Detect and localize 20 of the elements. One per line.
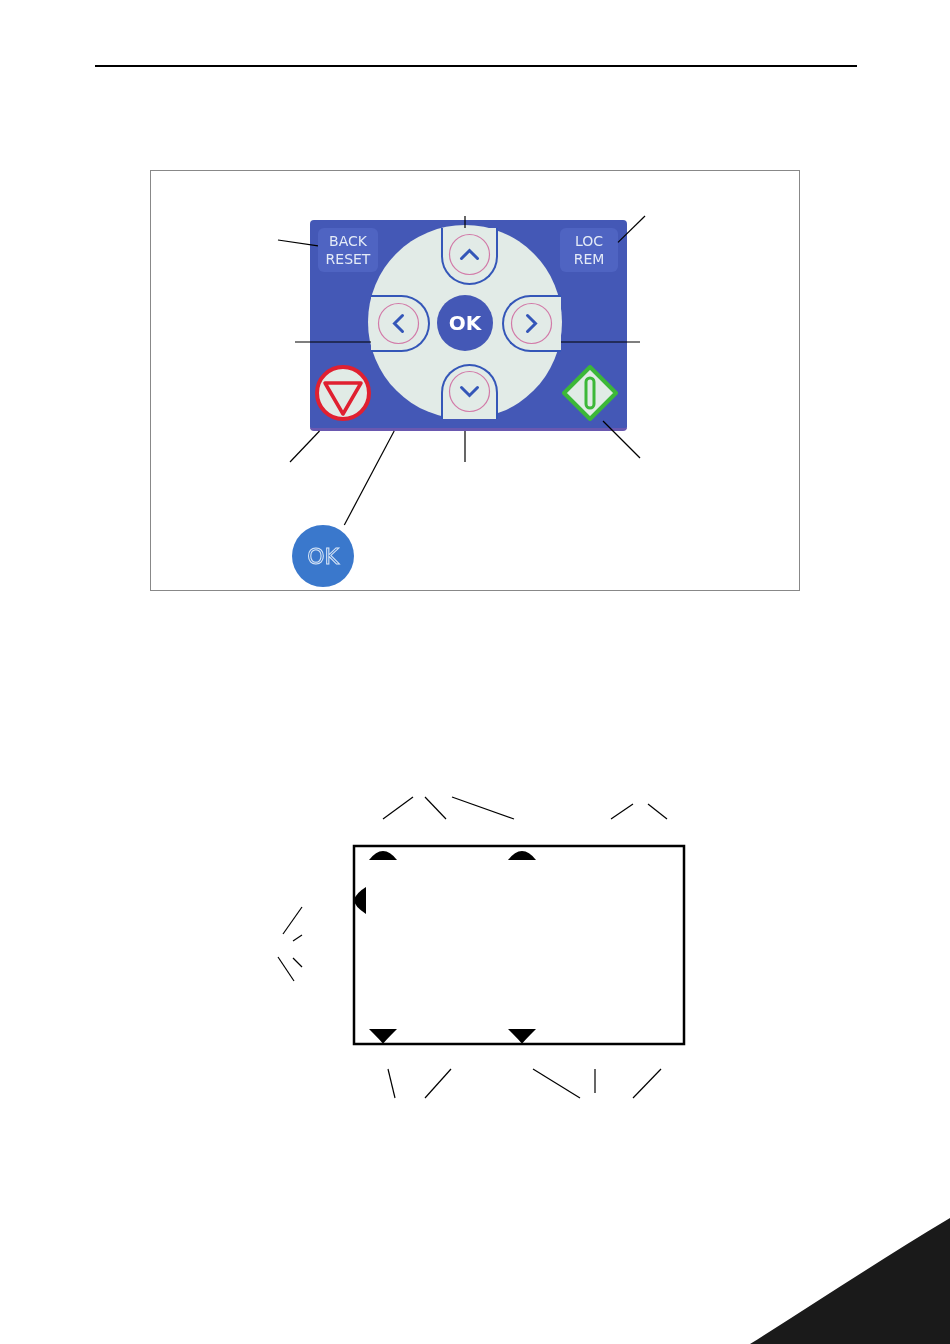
leader-line (277, 239, 319, 247)
leader-line (343, 430, 395, 526)
left-arrow-button (371, 295, 430, 352)
leader-line (464, 215, 466, 229)
keypad-panel (310, 220, 627, 431)
leader-line (294, 341, 372, 343)
right-arrow-button (502, 295, 561, 352)
leader-line (464, 430, 466, 463)
ok-button: OK (292, 525, 354, 587)
stop-button (315, 365, 371, 421)
leader-line (617, 215, 646, 243)
loc-rem-key: LOC REM (560, 228, 618, 272)
leader-line (289, 430, 321, 463)
down-arrow-button (441, 364, 498, 419)
start-button (562, 365, 618, 421)
leader-line (560, 341, 641, 343)
back-reset-key: BACK RESET (318, 228, 378, 272)
up-arrow-button (441, 228, 498, 285)
leader-line (602, 420, 641, 459)
ok-button: OK (437, 295, 493, 351)
